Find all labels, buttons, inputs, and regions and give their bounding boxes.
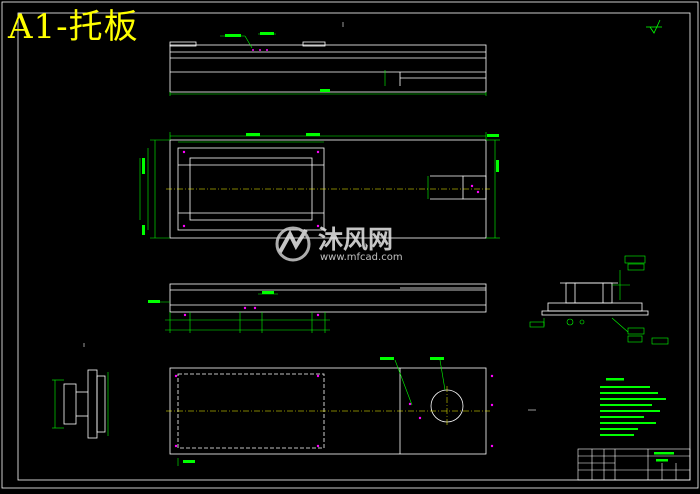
plan-view-dimensions [139, 132, 500, 239]
bottom-plan-dimensions [177, 357, 446, 466]
watermark-brand: 沐风网 [318, 225, 394, 254]
mfcad-logo-icon [275, 226, 311, 262]
left-section-detail [63, 369, 106, 439]
top-elevation-dimensions [169, 32, 487, 96]
watermark-url: www.mfcad.com [320, 252, 403, 263]
left-section-dimensions [52, 372, 109, 436]
title-block [577, 448, 691, 481]
top-elevation-holes [252, 49, 268, 51]
bottom-plan-holes [174, 374, 494, 448]
drawing-title: A1-托板 [8, 7, 139, 47]
title-block-text [654, 452, 674, 462]
plan-view-holes [182, 150, 480, 228]
front-section-view [169, 283, 487, 313]
top-elevation-view [169, 41, 487, 93]
right-assembly-detail [541, 282, 649, 316]
technical-notes [600, 378, 666, 436]
bottom-plan-centerlines [166, 386, 490, 426]
drawing-frame-inner [17, 12, 691, 481]
section-marks [83, 22, 536, 411]
right-assembly-dimensions [529, 255, 669, 345]
front-section-dimensions [148, 291, 330, 333]
front-section-holes [183, 306, 320, 317]
roughness-mark-icon [646, 19, 662, 34]
